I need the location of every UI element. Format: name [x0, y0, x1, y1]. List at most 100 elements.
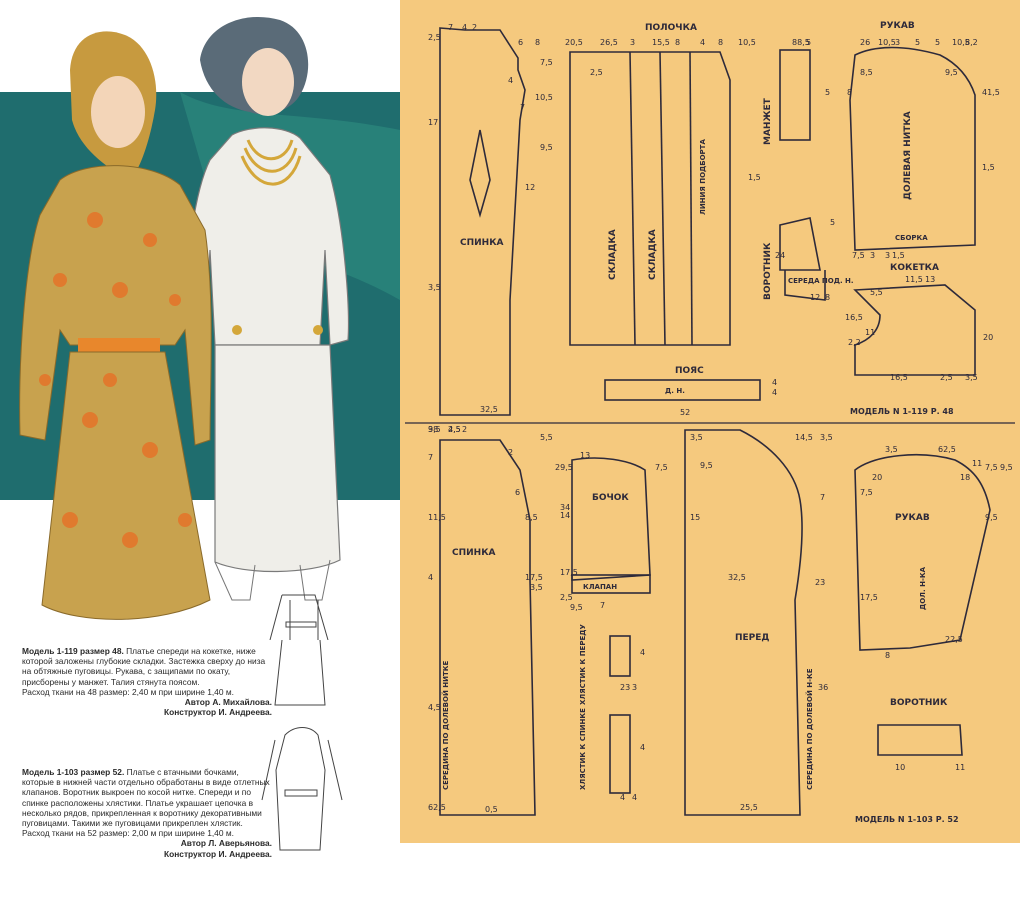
bottom-measure-54: 38	[428, 425, 438, 434]
label-skladka-1: СКЛАДКА	[608, 229, 618, 280]
pattern-drawing: ПОЛОЧКА СПИНКА РУКАВ МАНЖЕТ ВОРОТНИК СЕР…	[405, 21, 1015, 824]
bottom-measure-53: 9,5	[1000, 463, 1013, 472]
bottom-measure-44: 11	[955, 763, 965, 772]
pattern-pered	[684, 429, 803, 816]
top-measure-55: 2,5	[940, 373, 953, 382]
bottom-measure-28: 15	[690, 513, 700, 522]
bottom-measure-12: 3,5	[530, 583, 543, 592]
label-model-bottom: МОДЕЛЬ N 1-103 Р. 52	[855, 815, 959, 824]
top-measure-22: 10,5	[738, 38, 756, 47]
bottom-measure-16: 29,5	[555, 463, 573, 472]
dress-sketches	[261, 640, 343, 851]
top-measure-1: 7	[448, 23, 453, 32]
caption1-fabric: Расход ткани на 48 размер: 2,40 м при ши…	[22, 686, 234, 697]
bottom-measure-38: 7,5	[860, 488, 873, 497]
label-rukav-top: РУКАВ	[880, 21, 915, 31]
top-measure-7: 4	[508, 76, 513, 85]
caption2-text: Платье с втачными бочками, которые в ниж…	[22, 767, 270, 829]
top-measure-3: 2	[472, 23, 477, 32]
label-koketka: КОКЕТКА	[890, 263, 939, 273]
pattern-bochok	[571, 457, 651, 581]
bottom-measure-8: 8,5	[525, 513, 538, 522]
top-measure-43: 1,5	[892, 251, 905, 260]
bottom-measure-34: 62,5	[938, 445, 956, 454]
top-measure-38: 41,5	[982, 88, 1000, 97]
label-bochok: БОЧОК	[592, 493, 629, 503]
label-vorotnik-bottom: ВОРОТНИК	[890, 698, 948, 708]
top-measure-45: 24	[775, 251, 785, 260]
bottom-measure-35: 20	[872, 473, 882, 482]
top-measure-31: 5	[915, 38, 920, 47]
top-measure-18: 15,5	[652, 38, 670, 47]
bottom-measure-14: 62,5	[428, 803, 446, 812]
bottom-measure-36: 18	[960, 473, 970, 482]
dress-sketch-1	[269, 594, 329, 641]
bottom-measure-10: 17,5	[525, 573, 543, 582]
label-sborka: СБОРКА	[895, 234, 928, 242]
top-measure-14: 32,5	[480, 405, 498, 414]
bottom-measure-47: 4	[620, 793, 625, 802]
top-measure-49: 13	[925, 275, 935, 284]
bottom-measure-22: 9,5	[570, 603, 583, 612]
bottom-measure-23: 7	[600, 601, 605, 610]
bottom-measure-42: 22,5	[945, 635, 963, 644]
top-measure-17: 3	[630, 38, 635, 47]
pattern-polochka	[569, 51, 731, 346]
top-measure-51: 5,5	[870, 288, 883, 297]
bottom-measure-1: 2,5	[448, 425, 461, 434]
top-measure-42: 3	[885, 251, 890, 260]
label-spinka-top: СПИНКА	[460, 238, 504, 248]
bottom-measure-3: 5,5	[540, 433, 553, 442]
bottom-measure-30: 25,5	[740, 803, 758, 812]
top-measure-33: 10,5	[952, 38, 970, 47]
label-dolevaya-top: ДОЛЕВАЯ НИТКА	[903, 111, 913, 200]
top-measure-10: 9,5	[540, 143, 553, 152]
top-measure-8: 10,5	[535, 93, 553, 102]
bottom-measure-48: 4	[632, 793, 637, 802]
label-klapan: КЛАПАН	[583, 583, 617, 591]
label-vorotnik-top: ВОРОТНИК	[763, 242, 773, 300]
label-seredina-spinki: СЕРЕДИНА ПО ДОЛЕВОЙ НИТКЕ	[441, 661, 450, 790]
bottom-measure-43: 10	[895, 763, 905, 772]
top-measure-25: 88,5	[792, 38, 810, 47]
bottom-measure-6: 6	[515, 488, 520, 497]
top-measure-29: 10,5	[878, 38, 896, 47]
pattern-spinka-top	[439, 27, 526, 416]
top-measure-21: 8	[718, 38, 723, 47]
caption2-title: Модель 1-103 размер 52.	[22, 767, 125, 777]
pattern-rukav-top	[849, 46, 976, 251]
top-measure-9: 7	[520, 103, 525, 112]
bottom-measure-5: 2	[508, 448, 513, 457]
bottom-measure-13: 4,5	[428, 703, 441, 712]
orange-belt	[78, 338, 160, 352]
bottom-measure-7: 11,5	[428, 513, 446, 522]
bottom-measure-50: 4	[640, 743, 645, 752]
model-white-suit	[184, 16, 350, 601]
top-measure-44: 5	[830, 218, 835, 227]
bottom-measure-32: 36	[818, 683, 828, 692]
dress-sketch-1-skirt	[274, 640, 326, 706]
label-polochka: ПОЛОЧКА	[645, 23, 697, 33]
top-measure-60: 4	[772, 388, 777, 397]
label-sereda: СЕРЕДА ПОД. Н.	[788, 277, 854, 285]
pattern-koketka	[853, 284, 976, 376]
bottom-measure-41: 8	[885, 651, 890, 660]
label-model-top: МОДЕЛЬ N 1-119 Р. 48	[850, 407, 954, 416]
bottom-measure-29: 32,5	[728, 573, 746, 582]
caption1-title: Модель 1-119 размер 48.	[22, 646, 124, 656]
top-measure-20: 4	[700, 38, 705, 47]
pattern-sheet: ПОЛОЧКА СПИНКА РУКАВ МАНЖЕТ ВОРОТНИК СЕР…	[400, 0, 1020, 843]
bottom-measure-55: 4,5	[448, 425, 461, 434]
top-measure-37: 8	[847, 88, 852, 97]
bottom-measure-0: 9,5	[428, 425, 441, 434]
caption2-fabric: Расход ткани на 52 размер: 2,00 м при ши…	[22, 828, 234, 839]
top-measure-13: 3,5	[428, 283, 441, 292]
top-measure-52: 11	[865, 328, 875, 337]
pattern-poyas	[604, 379, 761, 401]
bottom-measure-11: 4	[428, 573, 433, 582]
bottom-measure-25: 14,5	[795, 433, 813, 442]
bottom-measure-51: 11	[972, 459, 982, 468]
top-measure-40: 7,5	[852, 251, 865, 260]
